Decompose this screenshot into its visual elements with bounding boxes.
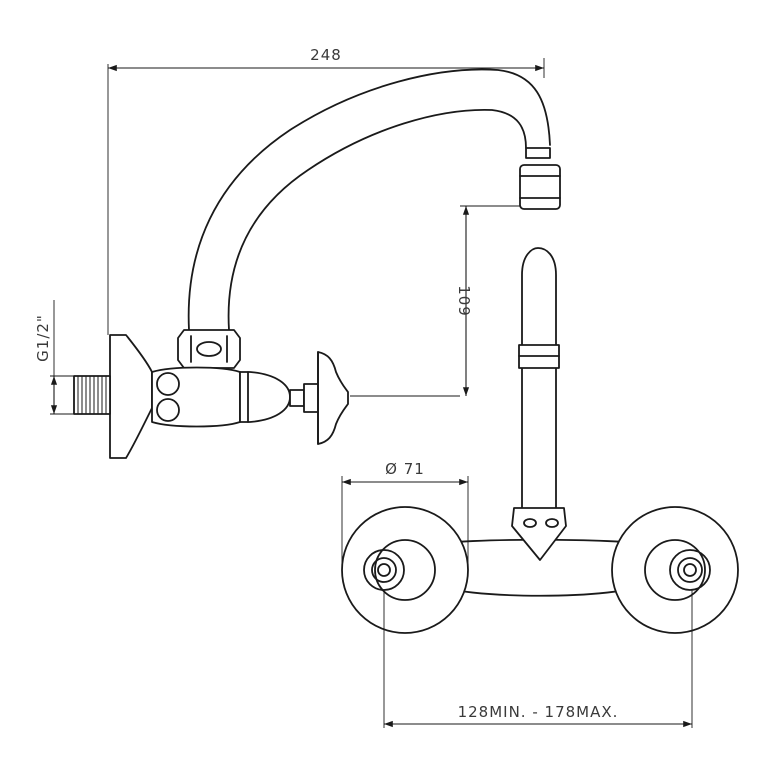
dimension-center-distance: 128MIN. - 178MAX. bbox=[383, 590, 693, 728]
front-spout-pipe bbox=[521, 247, 557, 511]
dimension-thread-label: G1/2" bbox=[34, 314, 52, 362]
front-view bbox=[341, 247, 739, 634]
swivel-nut bbox=[177, 329, 241, 369]
side-view bbox=[73, 68, 561, 459]
threaded-inlet bbox=[73, 375, 111, 415]
aerator bbox=[519, 164, 561, 210]
dimension-outlet-height: 109 bbox=[350, 205, 520, 397]
spout-tip-collar bbox=[525, 147, 551, 159]
spout-tube-outer bbox=[187, 68, 551, 331]
right-flange bbox=[611, 506, 739, 634]
dimension-flange-diameter-label: Ø 71 bbox=[385, 460, 425, 478]
dimension-thread: G1/2" bbox=[34, 300, 74, 415]
valve-body bbox=[151, 366, 241, 428]
dimension-outlet-height-label: 109 bbox=[455, 285, 473, 317]
spout-tube-inner bbox=[227, 108, 527, 331]
dimension-flange-diameter: Ø 71 bbox=[341, 460, 469, 570]
dimension-width: 248 bbox=[107, 46, 545, 335]
dimension-center-distance-label: 128MIN. - 178MAX. bbox=[458, 703, 619, 721]
wall-flange bbox=[109, 334, 153, 459]
left-flange bbox=[341, 506, 469, 634]
dimension-width-label: 248 bbox=[310, 46, 342, 64]
spindle bbox=[289, 389, 305, 407]
cross-handle bbox=[317, 351, 349, 445]
